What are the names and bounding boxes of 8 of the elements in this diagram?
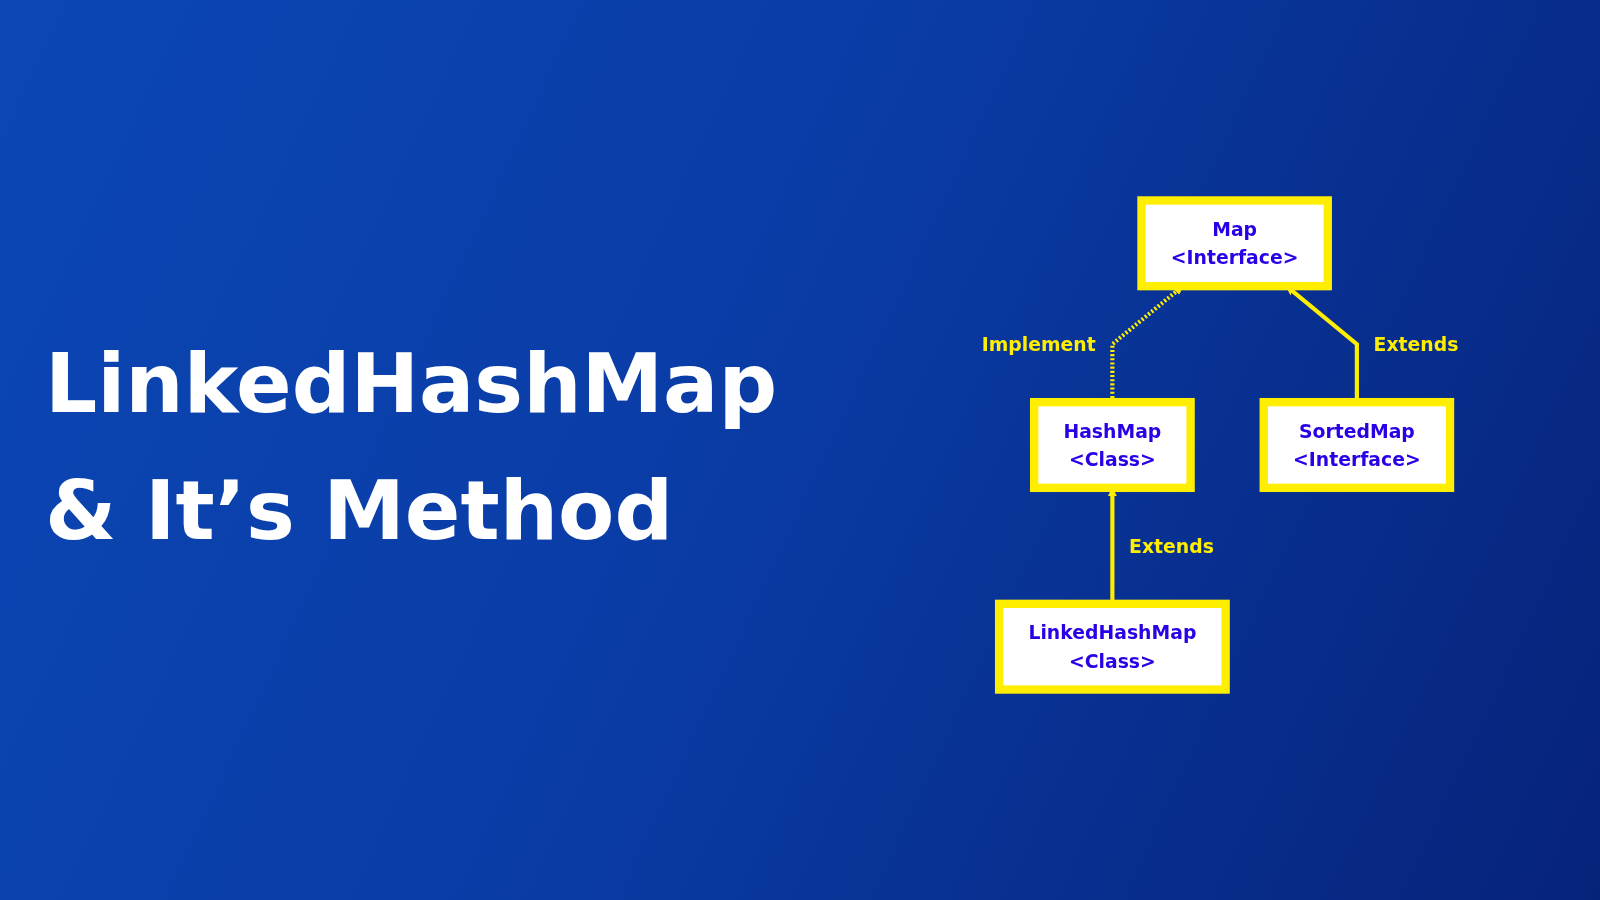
edge-label: Extends (1373, 333, 1459, 356)
title: LinkedHashMap & It’s Method (45, 335, 779, 561)
edge-label: Extends (1129, 534, 1214, 557)
node-box: SortedMap <Interface> (1259, 397, 1455, 493)
node-box: LinkedHashMap <Class> (994, 599, 1230, 694)
edge-label: Implement (981, 333, 1096, 356)
node-box: HashMap <Class> (1029, 397, 1195, 493)
node-box: Map <Interface> (1137, 196, 1332, 291)
